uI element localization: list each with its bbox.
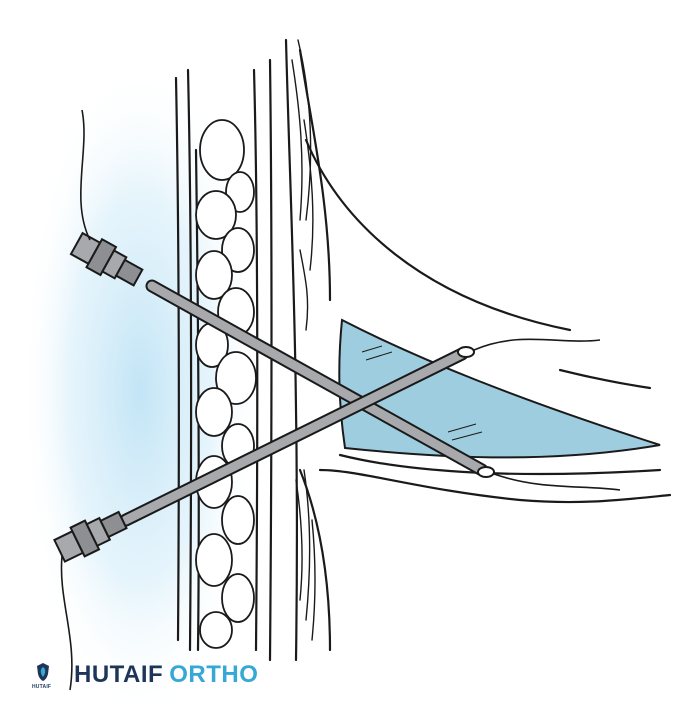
needle-lower xyxy=(53,346,475,691)
fluid-highlights xyxy=(361,345,483,441)
joint-capsule xyxy=(298,48,672,652)
threads xyxy=(473,338,621,491)
logo-word-2: ORTHO xyxy=(169,661,259,688)
joint-fluid xyxy=(338,318,661,459)
logo-word-1: HUTAIF xyxy=(74,661,164,688)
needle-upper xyxy=(69,109,495,478)
shield-leaf-icon: HUTAIF xyxy=(32,662,51,690)
logo-small-text: HUTAIF xyxy=(32,684,52,690)
